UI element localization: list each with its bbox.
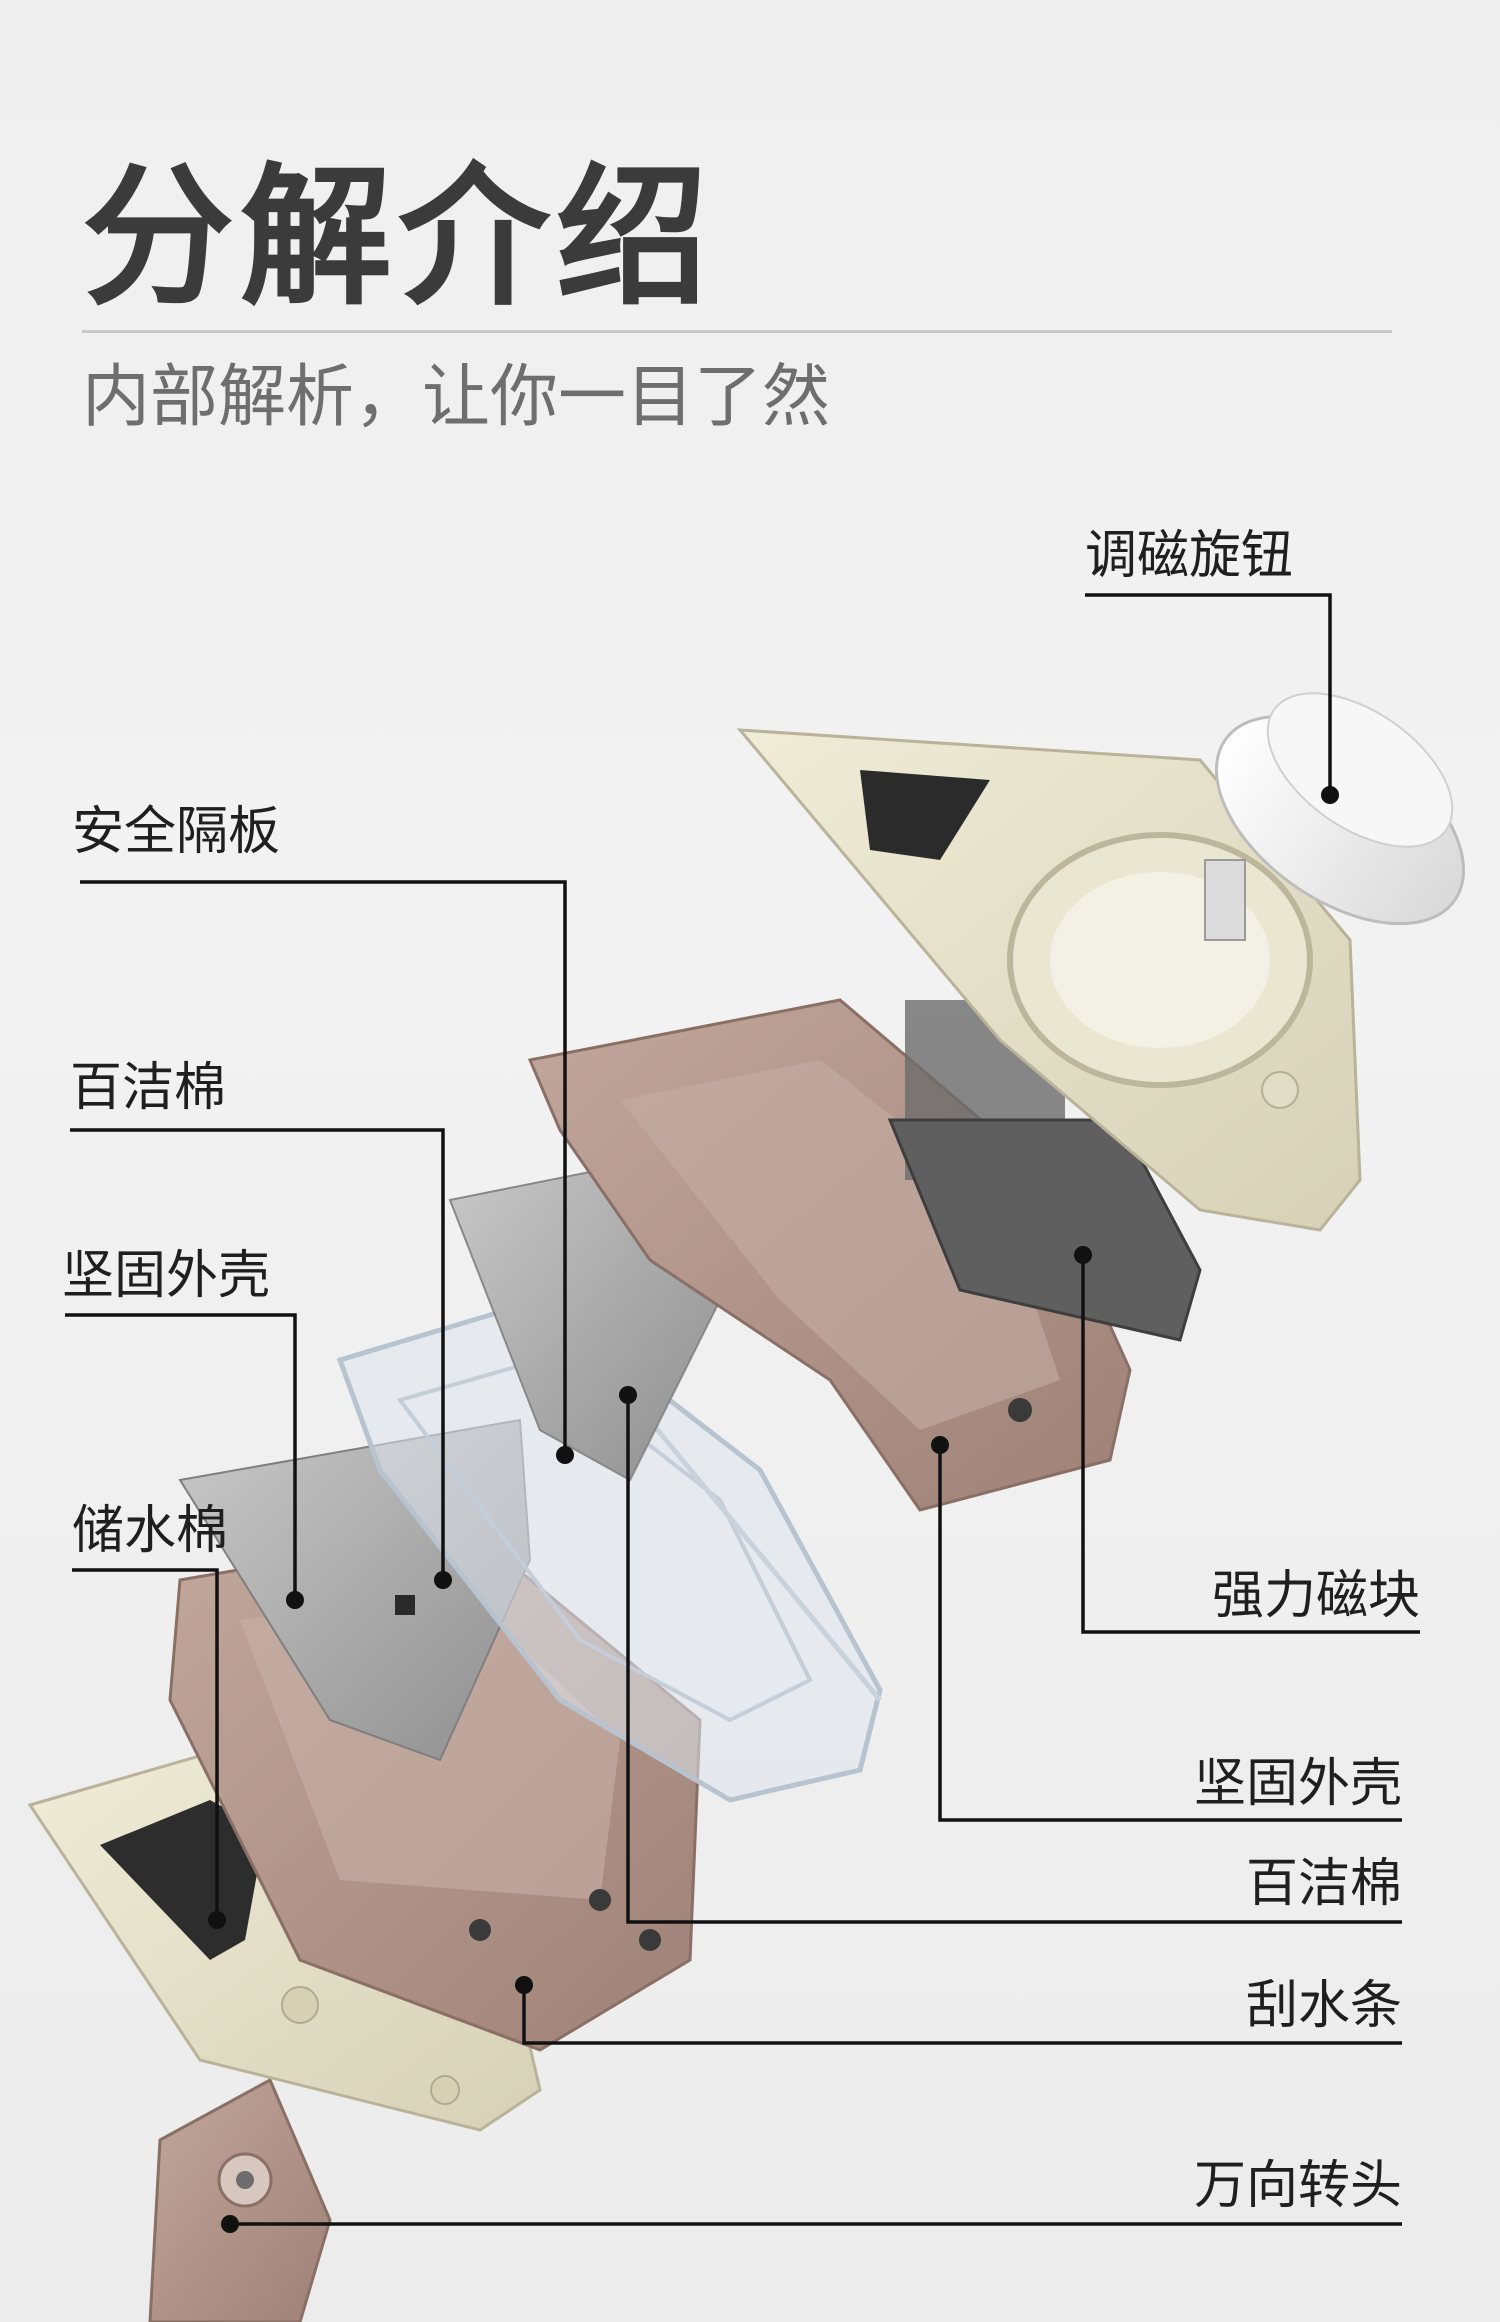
- callout-swivel-label: 万向转头: [1193, 2156, 1402, 2216]
- callout-wiper-label: 刮水条: [1245, 1976, 1402, 2036]
- callout-safety-plate-label: 安全隔板: [72, 802, 281, 862]
- callout-sponge-top-label: 百洁棉: [70, 1058, 227, 1118]
- callout-leader-lines: [65, 593, 1420, 2226]
- magnet-block-part: [887, 1118, 1202, 1342]
- title-divider: [82, 330, 1392, 333]
- magnetic-knob-part: [1204, 692, 1466, 941]
- callout-magnet-label: 强力磁块: [1211, 1566, 1420, 1626]
- callout-dots: [208, 786, 1339, 2233]
- callout-shell-left-label: 坚固外壳: [62, 1246, 271, 1306]
- callout-shell-right-label: 坚固外壳: [1193, 1754, 1402, 1814]
- callout-knob-label: 调磁旋钮: [1085, 526, 1294, 586]
- page-subtitle: 内部解析，让你一目了然: [82, 358, 831, 437]
- swivel-joint-part: [148, 2077, 332, 2322]
- page-title: 分解介绍: [82, 149, 714, 326]
- callout-water-cotton-label: 储水棉: [72, 1501, 229, 1561]
- callout-sponge-right-label: 百洁棉: [1245, 1854, 1402, 1914]
